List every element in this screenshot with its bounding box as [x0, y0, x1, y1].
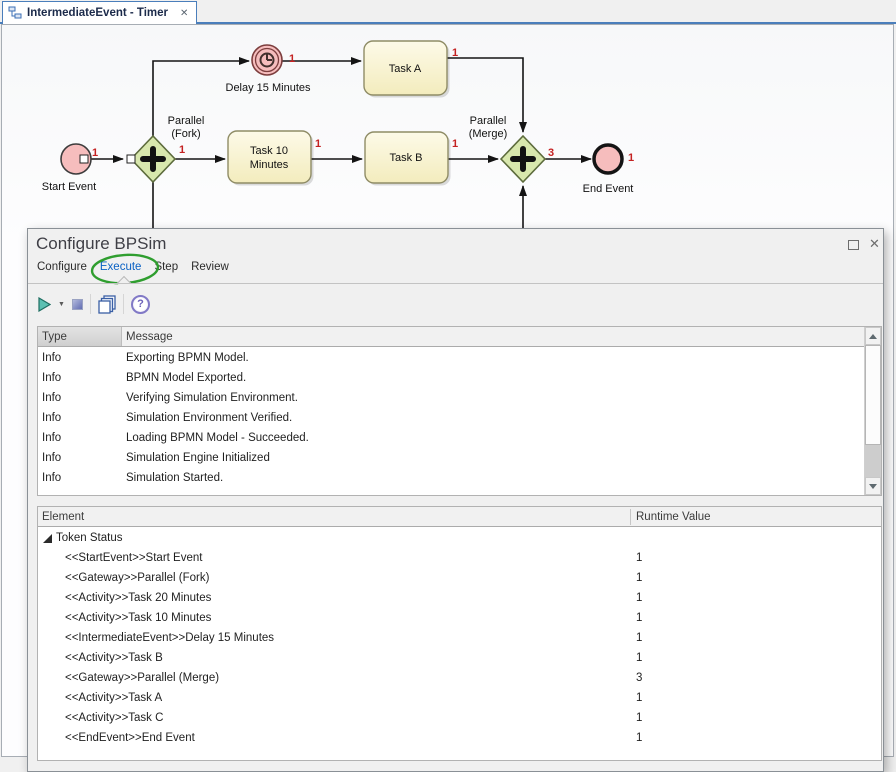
scroll-down-icon[interactable] — [865, 477, 881, 495]
fork-gateway-token-count: 1 — [179, 144, 185, 156]
sequence-flows — [88, 57, 592, 230]
element-column[interactable]: Element — [42, 511, 85, 523]
document-tab-bar: IntermediateEvent - Timer ✕ — [0, 0, 896, 24]
token-row[interactable]: <<Gateway>>Parallel (Merge)3 — [65, 672, 643, 684]
log-table-header: Type Message — [38, 327, 864, 347]
element-table-header: Element Runtime Value — [38, 507, 881, 527]
tab-step[interactable]: Step — [154, 261, 179, 273]
timer-event-label: Delay 15 Minutes — [226, 82, 311, 94]
task-10-label-2: Minutes — [250, 159, 289, 171]
scrollbar-track[interactable] — [865, 445, 881, 477]
tab-configure[interactable]: Configure — [37, 261, 87, 273]
help-icon[interactable]: ? — [130, 294, 150, 314]
gateway-plus-icon — [510, 146, 536, 172]
token-status-group-row[interactable]: Token Status — [38, 528, 881, 548]
scrollbar-thumb[interactable] — [865, 345, 881, 445]
task-b-node[interactable] — [364, 131, 449, 184]
diagram-icon — [8, 6, 22, 19]
dialog-title: Configure BPSim — [36, 234, 167, 253]
runtime-value-column[interactable]: Runtime Value — [636, 511, 711, 523]
log-column-type[interactable]: Type — [38, 327, 122, 346]
task-b-token-count: 1 — [452, 138, 458, 150]
merge-gateway-label-1: Parallel — [470, 115, 507, 127]
log-column-message[interactable]: Message — [126, 330, 173, 343]
toolbar-separator — [122, 294, 124, 314]
task-b-label: Task B — [389, 152, 422, 164]
task-a-token-count: 1 — [452, 47, 458, 59]
end-event-node[interactable] — [592, 143, 624, 175]
end-event-label: End Event — [583, 183, 634, 195]
task-a-label: Task A — [389, 63, 422, 75]
end-event-token-count: 1 — [628, 152, 634, 164]
merge-gateway-label-2: (Merge) — [469, 128, 508, 140]
dialog-tab-strip: Configure Execute Step Review — [36, 259, 230, 275]
fork-gateway-label-1: Parallel — [168, 115, 205, 127]
toolbar-separator — [89, 294, 91, 314]
fork-gateway-label-2: (Fork) — [171, 128, 200, 140]
configure-bpsim-dialog: Configure BPSim ✕ Configure Execute Step… — [27, 228, 884, 772]
tab-review[interactable]: Review — [191, 261, 229, 273]
tree-collapse-icon[interactable] — [43, 534, 52, 543]
tab-title: IntermediateEvent - Timer — [27, 7, 169, 19]
task-a-node[interactable] — [363, 40, 448, 96]
start-event-label: Start Event — [42, 181, 96, 193]
connection-handle — [126, 154, 136, 164]
stop-simulation-icon[interactable] — [71, 298, 83, 310]
tab-separator — [28, 283, 883, 284]
connection-handle — [79, 154, 89, 164]
task-10-label-1: Task 10 — [250, 145, 288, 157]
token-status-table: Element Runtime Value Token Status <<Sta… — [37, 506, 882, 761]
maximize-icon[interactable] — [848, 240, 859, 250]
tab-underline — [0, 22, 896, 24]
tab-execute[interactable]: Execute — [99, 261, 142, 273]
task-10-minutes-node[interactable] — [227, 130, 312, 184]
run-simulation-icon[interactable] — [38, 296, 51, 312]
scroll-up-icon[interactable] — [865, 327, 881, 345]
start-event-node[interactable] — [60, 143, 92, 175]
clock-icon — [259, 52, 275, 68]
start-event-token-count: 1 — [92, 147, 98, 159]
bpmn-diagram-svg: Start Event 1 Parallel (Fork) 1 Delay 15… — [42, 40, 634, 230]
merge-gateway-token-count: 3 — [548, 147, 554, 159]
task-10-token-count: 1 — [315, 138, 321, 150]
simulation-toolbar: ▼ ? — [38, 291, 150, 317]
close-icon[interactable]: ✕ — [869, 236, 880, 251]
gateway-plus-icon — [140, 146, 166, 172]
tab-intermediateevent-timer[interactable]: IntermediateEvent - Timer ✕ — [2, 1, 198, 24]
token-row[interactable]: <<Gateway>>Parallel (Fork)1 — [65, 572, 643, 584]
run-options-dropdown-icon[interactable]: ▼ — [58, 300, 65, 308]
close-tab-icon[interactable]: ✕ — [180, 7, 189, 19]
log-scrollbar[interactable] — [864, 327, 881, 495]
copy-log-icon[interactable] — [98, 294, 116, 314]
timer-event-token-count: 1 — [289, 53, 295, 65]
